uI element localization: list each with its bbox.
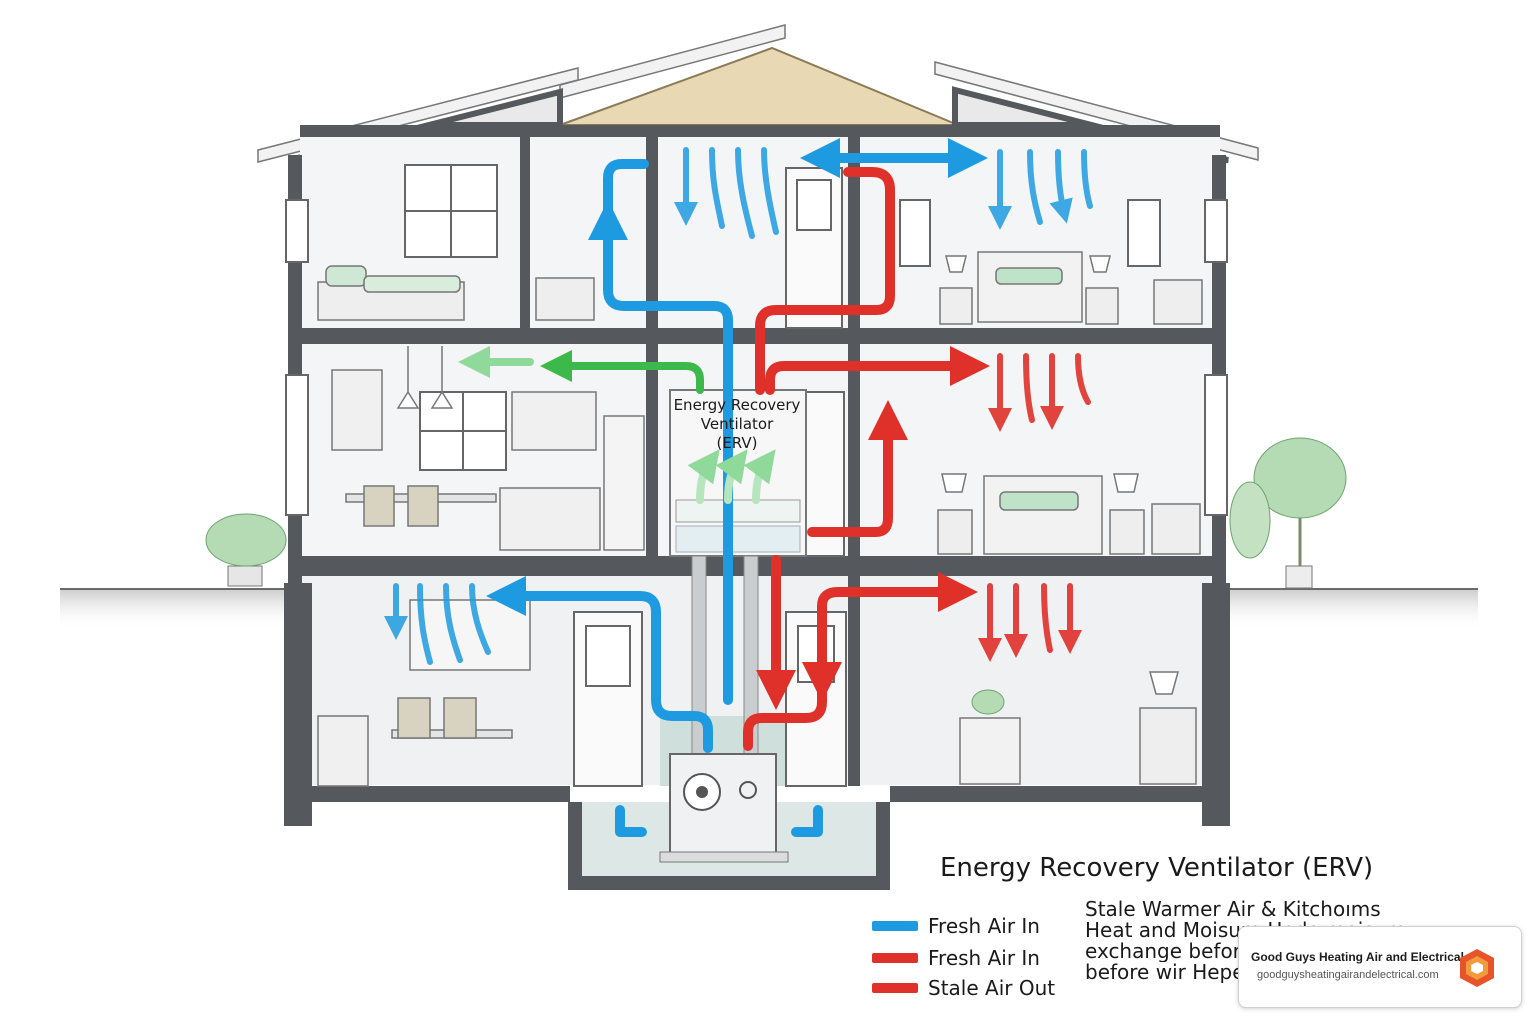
windows <box>285 164 1228 516</box>
erv-label-line: Energy Recovery <box>673 396 801 414</box>
legend-note-line: before wir Hepep <box>1085 962 1258 983</box>
erv-label-line: (ERV) <box>716 434 758 452</box>
warm-air-ducts <box>743 167 990 751</box>
plants <box>205 437 1347 715</box>
legend-swatch <box>872 953 918 963</box>
airflow-streams-red <box>978 353 1091 662</box>
legend-label: Fresh Air In <box>928 946 1040 970</box>
legend-item: Stale Air Out <box>872 974 1055 1002</box>
ground <box>60 588 1478 630</box>
duct-pipes <box>691 555 759 757</box>
brand-name: Good Guys Heating Air and Electrical <box>1251 950 1464 964</box>
legend-title: Energy Recovery Ventilator (ERV) <box>940 853 1374 883</box>
erv-label-line: Ventilator <box>700 415 774 433</box>
legend-item: Fresh Air In <box>872 944 1040 972</box>
fresh-air-ducts <box>486 138 988 837</box>
legend-item: Fresh Air In <box>872 912 1040 940</box>
legend-label: Stale Air Out <box>928 976 1056 1000</box>
brand-logo-icon <box>1460 949 1494 987</box>
erv-unit-label: Energy Recovery Ventilator (ERV) <box>672 396 802 453</box>
legend-label: Fresh Air In <box>928 914 1040 938</box>
erv-base-unit <box>659 753 789 863</box>
brand-url[interactable]: goodguysheatingairandelectrical.com <box>1257 969 1439 981</box>
furniture <box>317 251 1203 787</box>
legend-swatch <box>872 983 918 993</box>
legend-swatch <box>872 921 918 931</box>
recirculation-arrows <box>458 346 776 504</box>
airflow-streams-blue <box>384 147 1093 665</box>
brand-card[interactable]: Good Guys Heating Air and Electrical goo… <box>1238 926 1522 1008</box>
legend-note-line: exchange before <box>1085 941 1253 962</box>
legend-note-line: Stale Warmer Air & Kitchoıms <box>1085 899 1381 920</box>
